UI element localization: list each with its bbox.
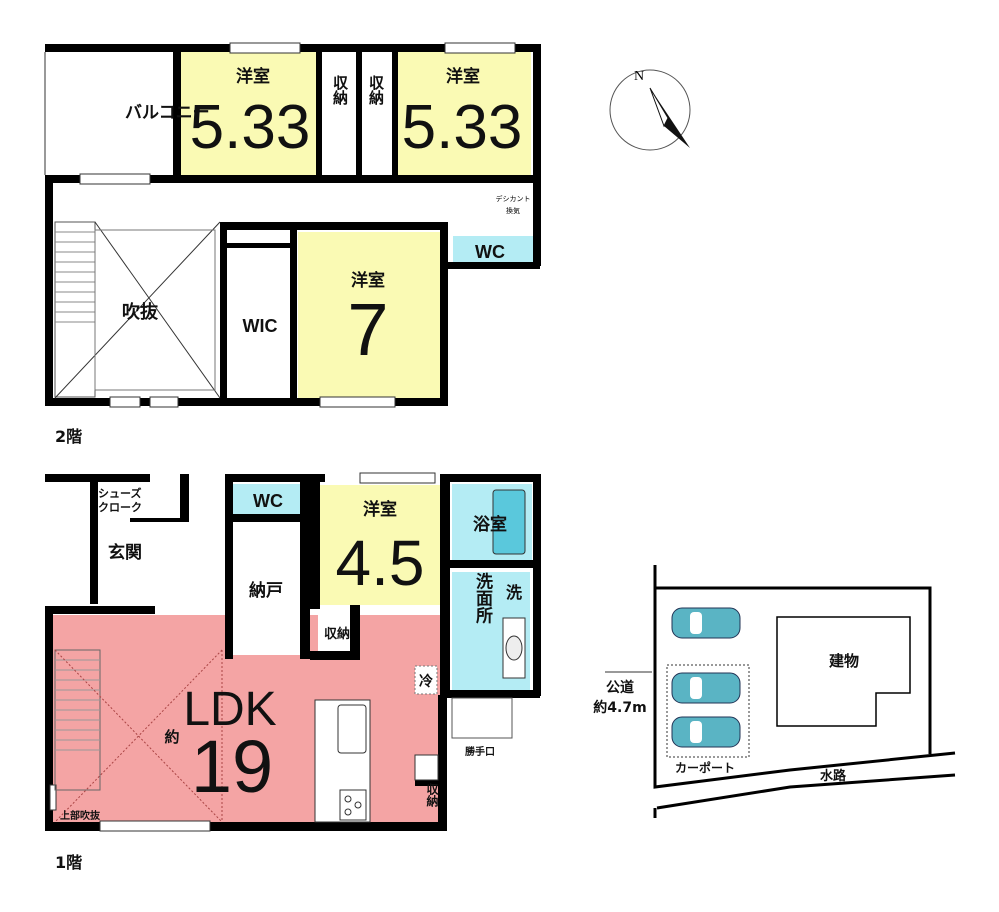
fridge-label: 冷	[419, 673, 433, 690]
shoe-closet-label-2: クローク	[98, 501, 142, 514]
closet-label: 納戸	[249, 580, 283, 601]
room-west-size: 5.33	[190, 93, 311, 162]
floor1-label: 1階	[55, 853, 82, 872]
car-icon	[671, 607, 741, 639]
back-door-label: 勝手口	[465, 745, 495, 758]
room-south-size: 7	[347, 288, 388, 371]
entrance-label: 玄関	[108, 542, 142, 563]
room-east-size: 5.33	[402, 93, 523, 162]
compass-north-label: N	[634, 69, 644, 84]
ldk-size: 19	[191, 725, 273, 808]
compass-icon: N	[609, 69, 691, 151]
wc2-fill	[453, 236, 535, 264]
atrium-label: 吹抜	[122, 301, 159, 323]
car-icon	[671, 716, 741, 748]
room-west-name: 洋室	[236, 66, 270, 87]
waterway-label: 水路	[820, 768, 847, 784]
wc1-label: WC	[253, 491, 283, 511]
shoe-closet-label-1: シューズ	[98, 486, 141, 500]
storage-a-label: 収納	[331, 74, 349, 106]
ventilation-label: 換気	[506, 206, 520, 215]
room-south-fill	[298, 232, 440, 398]
building-label: 建物	[829, 652, 859, 670]
wc2-label: WC	[475, 242, 505, 262]
room-east-fill	[395, 52, 531, 176]
wic-label: WIC	[243, 316, 278, 336]
bath-label: 浴室	[473, 514, 507, 535]
atrium-above-label: 上部吹抜	[60, 809, 101, 822]
road-label: 公道	[606, 679, 634, 696]
room1-size: 4.5	[336, 527, 425, 599]
room-east-name: 洋室	[446, 66, 480, 87]
carport-label: カーポート	[675, 760, 735, 775]
room-west-fill	[180, 52, 322, 176]
storage-b-label: 収納	[367, 74, 385, 106]
carport-area	[666, 664, 750, 758]
washer-label: 洗	[506, 583, 522, 602]
washroom-label: 洗面所	[472, 571, 493, 624]
room1-fill	[320, 485, 440, 605]
wc1-fill	[232, 484, 304, 514]
floor2-plan: バルコニー 洋室 5.33 収納 収納 洋室 5.33 デシカント 換気 WC …	[44, 42, 541, 446]
ldk-name: LDK	[183, 683, 276, 736]
road-width-label: 約4.7m	[593, 699, 646, 716]
car-icon	[671, 672, 741, 704]
ldk-approx: 約	[164, 728, 179, 746]
balcony-label: バルコニー	[125, 103, 210, 123]
kitchen-storage-label: 収納	[425, 783, 439, 808]
storage-label: 収納	[324, 626, 350, 642]
floor1-plan: シューズ クローク 玄関 WC 納戸 洋室 4.5 収納 浴室 洗 洗面所 冷 …	[45, 472, 541, 872]
floor2-label: 2階	[55, 427, 82, 446]
site-plan: 建物 公道 約4.7m カーポート 水路	[593, 565, 956, 818]
room-south-name: 洋室	[351, 270, 385, 291]
room1-name: 洋室	[363, 499, 397, 520]
desiccant-label: デシカント	[496, 194, 531, 203]
